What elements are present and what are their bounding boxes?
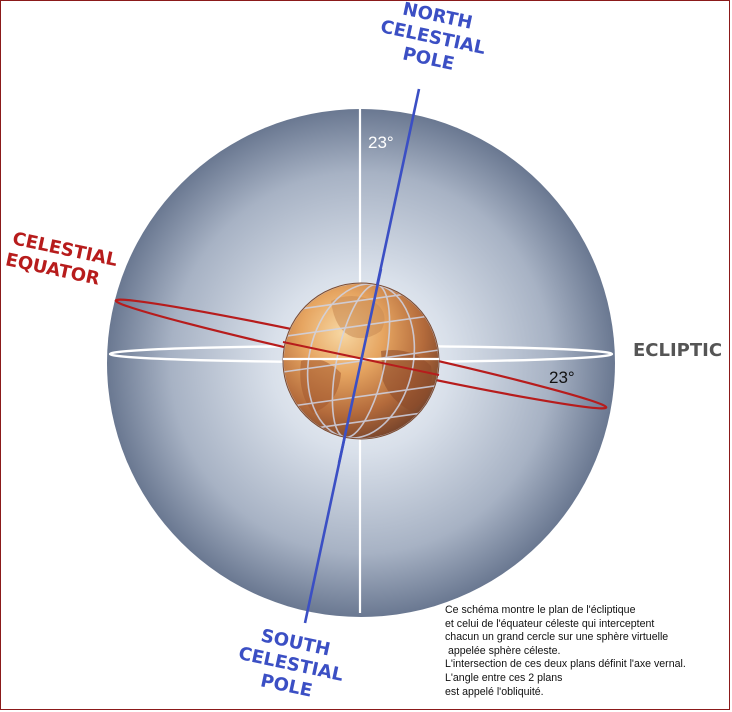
ecliptic-label: ECLIPTIC (633, 340, 722, 361)
south-pole-label: SOUTH CELESTIAL POLE (237, 625, 346, 701)
caption-line: appelée sphère céleste. (445, 644, 561, 657)
north-pole-label: NORTH CELESTIAL POLE (379, 1, 488, 75)
caption-line: est appelé l'obliquité. (445, 685, 544, 698)
celestial-equator-label: CELESTIAL EQUATOR (4, 228, 120, 289)
caption-line: L'angle entre ces 2 plans (445, 671, 563, 684)
angle-label-top: 23° (368, 133, 394, 152)
caption-line: et celui de l'équateur céleste qui inter… (445, 617, 655, 630)
angle-label-right: 23° (549, 368, 575, 387)
caption-line: Ce schéma montre le plan de l'écliptique (445, 604, 636, 616)
caption-line: chacun un grand cercle sur une sphère vi… (445, 631, 669, 644)
caption-text: Ce schéma montre le plan de l'écliptique… (445, 604, 730, 699)
celestial-pole-axis-front (337, 268, 383, 464)
caption-line: L'intersection de ces deux plans définit… (445, 658, 686, 671)
